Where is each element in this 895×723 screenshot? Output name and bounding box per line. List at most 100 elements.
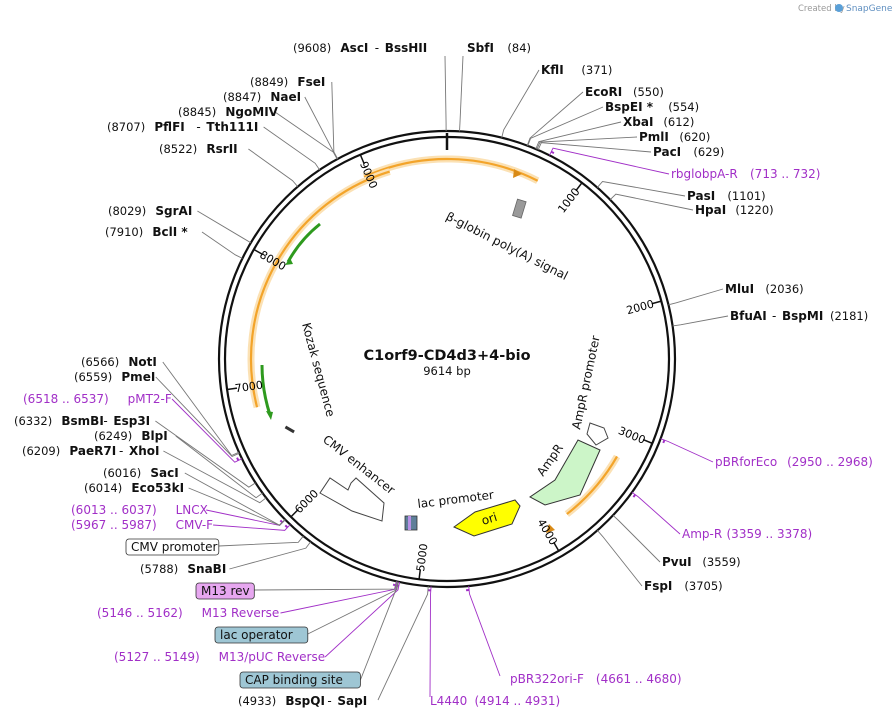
orf-arc-left-line <box>249 170 391 408</box>
enzyme-name: Eco53kI <box>131 481 184 495</box>
enzyme-pos: (8029) <box>108 204 146 218</box>
primer-pos: (4661 .. 4680) <box>596 672 682 686</box>
enzyme-pos: (84) <box>507 41 531 55</box>
tick-label: 6000 <box>292 487 321 516</box>
leader-line <box>229 541 311 570</box>
enzyme-pos: (7910) <box>105 225 143 239</box>
leader-line <box>197 210 252 244</box>
leader-line <box>280 581 398 614</box>
primer-pos: (713 .. 732) <box>750 167 820 181</box>
enzyme-blpi: (6249)BlpI <box>94 429 168 443</box>
green-arc-2 <box>260 364 272 416</box>
enzyme-pmei: (6559)PmeI <box>74 370 155 384</box>
primer-name: M13/pUC Reverse <box>219 650 326 664</box>
feature-box-lac-operator: lac operator <box>214 626 309 644</box>
enzyme-rsrii: (8522) RsrII <box>159 142 238 156</box>
enzyme-pos: (6014) <box>84 481 122 495</box>
enzyme-saci: (6016)SacI <box>103 466 179 480</box>
primer-name: LNCX <box>176 503 208 517</box>
leader-line <box>609 193 694 211</box>
leader-line <box>254 581 397 591</box>
plasmid-size: 9614 bp <box>423 364 471 378</box>
feature-box-bg <box>195 582 255 600</box>
enzyme-pos: (550) <box>633 85 664 99</box>
created-by-text: Created by <box>798 4 845 14</box>
enzyme-kfli: KflI(371) <box>541 63 612 77</box>
leader-line <box>501 69 540 138</box>
leader-line <box>377 586 429 701</box>
enzyme-noti: (6566)NotI <box>81 355 157 369</box>
leader-line <box>201 231 243 259</box>
primer-cmv-f: (5967 .. 5987) CMV-F <box>71 518 213 532</box>
leader-line <box>155 376 240 458</box>
feature-box-bg <box>239 671 361 689</box>
primer-name: CMV-F <box>176 518 214 532</box>
enzyme-pos: (3559) <box>702 555 740 569</box>
primer-name: rbglobpA-R <box>671 167 738 181</box>
leader-line <box>612 514 661 563</box>
primer-pbr322ori-f: (4661 .. 4680) pBR322ori-F <box>510 672 682 686</box>
tick-mark <box>253 248 263 256</box>
enzyme-name: PflFI <box>154 120 184 134</box>
enzyme-name-2: BspMI <box>782 309 823 323</box>
enzyme-snabi: (5788)SnaBI <box>140 562 226 576</box>
primer-name: M13 Reverse <box>202 606 280 620</box>
enzyme-name: KflI <box>541 63 564 77</box>
leader-line <box>359 581 399 681</box>
enzyme-name: FseI <box>297 75 325 89</box>
enzyme-pos: (6249) <box>94 429 132 443</box>
tick-mark <box>553 541 560 552</box>
tick-label: 4000 <box>535 517 560 548</box>
primer-pos: (5967 .. 5987) <box>71 518 157 532</box>
enzyme-name-2: BssHII <box>385 41 427 55</box>
primer-pos: (4914 .. 4931) <box>475 694 561 708</box>
tick-mark <box>418 569 422 580</box>
green-arrowhead-2 <box>266 411 273 420</box>
primer-mark <box>550 150 555 155</box>
leader-line <box>175 435 263 499</box>
enzyme-name: PaeR7I <box>69 444 116 458</box>
feature-box-text: M13 rev <box>201 584 250 598</box>
leader-line <box>263 126 320 171</box>
enzyme-hpai: HpaI(1220) <box>695 203 774 217</box>
enzyme-dash: - <box>103 414 107 428</box>
ampr-arrow <box>529 439 601 506</box>
tick-mark <box>575 182 583 192</box>
ori-arrow <box>453 499 521 537</box>
enzyme-name-2: XhoI <box>129 444 160 458</box>
enzyme-ngomiv: (8845)NgoMIV <box>178 105 279 119</box>
primer-lncx: (6013 .. 6037) LNCX <box>71 503 208 517</box>
leader-line <box>429 586 432 698</box>
enzyme-pflfi: (8707)PflFI-Tth111I <box>107 120 258 134</box>
kozak-label: Kozak sequence <box>299 321 338 418</box>
enzyme-pos: (6559) <box>74 370 112 384</box>
enzyme-bfuai: BfuAI-BspMI(2181) <box>730 309 868 323</box>
enzyme-pos: (6332) <box>14 414 52 428</box>
enzyme-pos: (8707) <box>107 120 145 134</box>
primer-name: pBRforEco <box>715 455 777 469</box>
enzyme-sbfi: SbfI(84) <box>467 41 531 55</box>
enzyme-name: NaeI <box>270 90 301 104</box>
primer-rbglobpa-r: (713 .. 732) rbglobpA-R <box>671 167 820 181</box>
enzyme-pos: (6209) <box>22 444 60 458</box>
enzyme-ecori: EcoRI(550) <box>585 85 664 99</box>
primer-name: pBR322ori-F <box>510 672 584 686</box>
leader-line <box>171 398 243 463</box>
leader-line <box>660 438 714 463</box>
primer-amp-r: (3359 .. 3378) Amp-R <box>682 527 812 541</box>
primer-name: Amp-R <box>682 527 722 541</box>
leader-line <box>307 581 399 635</box>
leader-line <box>535 121 622 150</box>
enzyme-pos: (8522) <box>159 142 197 156</box>
enzyme-asci: (9608)AscI-BssHII <box>293 41 427 55</box>
brand-text: SnapGene <box>846 4 893 14</box>
enzyme-name: RsrII <box>206 142 237 156</box>
enzyme-name: HpaI <box>695 203 726 217</box>
snapgene-logo-icon <box>835 4 843 12</box>
primer-pos: (3359 .. 3378) <box>727 527 813 541</box>
leader-line <box>527 106 604 146</box>
feature-box-m13-rev: M13 rev <box>195 582 255 600</box>
primer-pos: (6013 .. 6037) <box>71 503 157 517</box>
primer-l4440: (4914 .. 4931)L4440 <box>430 694 560 708</box>
feature-box-bg <box>125 538 220 556</box>
